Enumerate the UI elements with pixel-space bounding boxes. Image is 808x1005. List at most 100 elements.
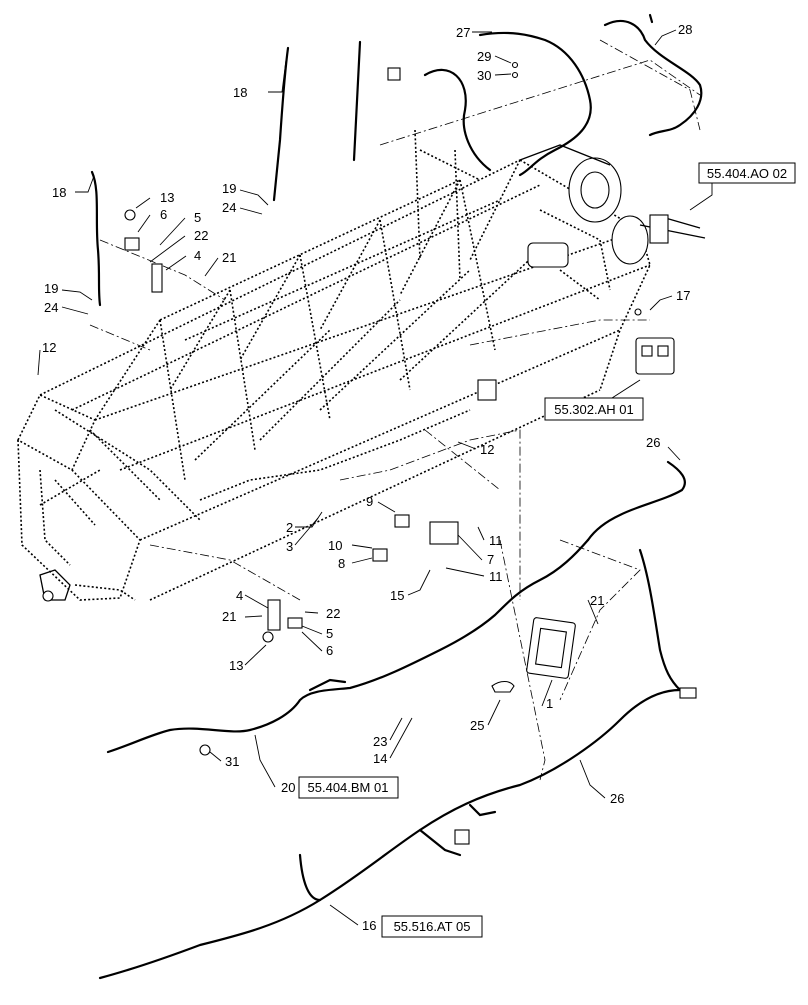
leader-29: [494, 55, 512, 64]
leader-24-center: [239, 207, 263, 215]
frame-right-brace: [539, 209, 611, 301]
callout-2: 2: [286, 520, 293, 535]
leader-23: [389, 717, 403, 741]
callout-3: 3: [286, 539, 293, 554]
callout-4-lower: 4: [236, 588, 243, 603]
callout-11-lower: 11: [489, 569, 503, 584]
callout-28: 28: [678, 22, 692, 37]
seat-pad: [527, 242, 569, 268]
phantom-mid: [339, 429, 521, 600]
callout-16: 16: [362, 918, 376, 933]
leader-21-upper: [204, 257, 219, 277]
phantom-right-mid: [469, 319, 650, 346]
grommet-31: [199, 744, 211, 756]
leader-18-left: [75, 175, 95, 193]
harness-16-left-branch: [298, 853, 322, 902]
harness-upper-loom: [423, 68, 492, 172]
leader-1: [541, 679, 553, 707]
leader-13-upper: [135, 197, 151, 209]
leader-31: [209, 751, 222, 762]
rail-low-front: [139, 329, 621, 541]
callout-22-lower: 22: [326, 606, 340, 621]
callout-27: 27: [456, 25, 470, 40]
harness-20-branch: [308, 678, 347, 692]
callout-15: 15: [390, 588, 404, 603]
phantom-left-bracket: [99, 239, 226, 301]
callout-8: 8: [338, 556, 345, 571]
frame-left-face: [17, 439, 141, 601]
frame-left-deck: [54, 409, 201, 521]
drive-wheel: [611, 215, 649, 265]
leader-11-lower: [445, 567, 485, 577]
leader-19-left: [61, 289, 93, 301]
leader-8: [351, 557, 373, 564]
callout-5-upper: 5: [194, 210, 201, 225]
leader-lines: [37, 29, 713, 926]
callout-12-left: 12: [42, 340, 56, 355]
callout-26-upper: 26: [646, 435, 660, 450]
callout-6-lower: 6: [326, 643, 333, 658]
leader-12-left: [37, 349, 41, 376]
callout-21-right: 21: [590, 593, 604, 608]
callout-11-upper: 11: [489, 533, 503, 548]
callout-19-center: 19: [222, 181, 236, 196]
rail-top-back: [159, 179, 461, 321]
ref-box-bm: [298, 776, 399, 799]
leader-ref-ah: [611, 379, 641, 399]
leader-17: [649, 295, 673, 311]
phantom-center-drop: [499, 539, 546, 781]
frame-left-brace: [39, 469, 101, 566]
leader-2: [295, 511, 323, 528]
ref-box-ao: [698, 162, 796, 184]
callout-12-right: 12: [480, 442, 494, 457]
leader-22-lower: [304, 611, 319, 614]
leader-6-upper: [137, 214, 151, 233]
drive-mount: [519, 144, 611, 166]
main-frame: [16, 129, 706, 602]
leader-25: [487, 699, 501, 726]
callout-29: 29: [477, 49, 491, 64]
leader-21-right: [587, 599, 599, 625]
wire-harnesses: [90, 13, 703, 980]
ref-label-ah: 55.302.AH 01: [554, 402, 634, 417]
phantom-module: [559, 539, 641, 701]
controller-module-face: [535, 627, 567, 669]
leader-20: [254, 734, 276, 788]
hitch-pin: [42, 590, 54, 602]
leader-9: [377, 501, 396, 513]
clip-25: [491, 680, 515, 693]
clip-17: [634, 308, 642, 316]
leader-7: [457, 534, 483, 561]
phantom-bracket-12: [424, 429, 501, 491]
connector-16-mid: [454, 829, 470, 845]
callout-9: 9: [366, 494, 373, 509]
frame-left-end: [16, 393, 97, 472]
phantom-lines: [89, 39, 701, 781]
callout-26-lower: 26: [610, 791, 624, 806]
clamp-13-upper: [124, 209, 136, 221]
callout-22-upper: 22: [194, 228, 208, 243]
relay-block-detail-a: [641, 345, 653, 357]
leader-4-upper: [165, 255, 187, 271]
leader-19-center: [239, 189, 269, 206]
callout-7: 7: [487, 552, 494, 567]
callout-25: 25: [470, 718, 484, 733]
ref-label-bm: 55.404.BM 01: [308, 780, 389, 795]
callout-4-upper: 4: [194, 248, 201, 263]
callout-24-left: 24: [44, 300, 58, 315]
callout-14: 14: [373, 751, 387, 766]
leader-10: [351, 544, 373, 549]
frame-inner-deck: [199, 409, 471, 501]
harness-16: [98, 688, 682, 980]
leader-5-lower: [301, 625, 323, 635]
callout-18-center: 18: [233, 85, 247, 100]
callout-30: 30: [477, 68, 491, 83]
harness-18-upright: [352, 40, 362, 162]
harness-16-branch-a: [418, 828, 462, 857]
frame-cross-top: [94, 159, 521, 421]
frame-plate: [477, 379, 497, 401]
harness-16-branch-b: [468, 803, 497, 817]
bracket-5-lower: [287, 617, 303, 629]
